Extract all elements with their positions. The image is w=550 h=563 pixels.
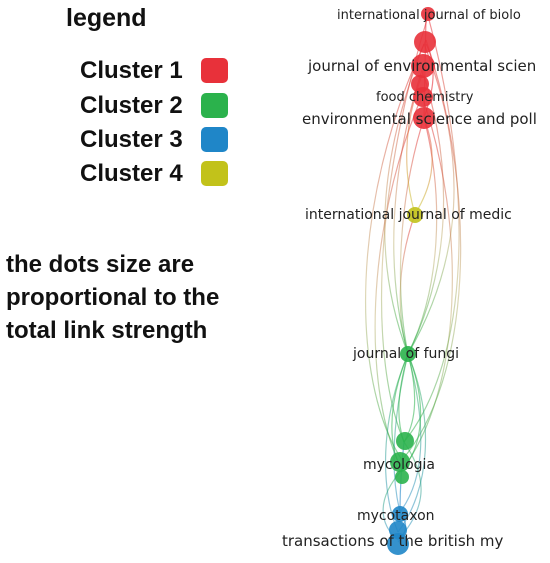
- legend-swatch: [201, 161, 228, 186]
- node-international-journal-of-medic[interactable]: [407, 207, 423, 223]
- node-green-minor[interactable]: [395, 470, 409, 484]
- node-food-chemistry[interactable]: [413, 87, 433, 107]
- link: [393, 69, 423, 355]
- legend-item-cluster-2: Cluster 2: [80, 91, 230, 121]
- node-label: mycologia: [363, 457, 435, 473]
- node-label: transactions of the british my: [282, 532, 504, 550]
- node-journal-of-environmental-scien[interactable]: [411, 54, 435, 78]
- link: [364, 39, 427, 461]
- legend-label: Cluster 4: [80, 160, 183, 187]
- node-layer: [387, 7, 436, 555]
- legend-item-cluster-3: Cluster 3: [80, 125, 230, 155]
- legend-item-cluster-4: Cluster 4: [80, 159, 230, 189]
- node-green-minor[interactable]: [396, 432, 414, 450]
- link: [374, 95, 423, 471]
- node-label: mycotaxon: [357, 508, 435, 524]
- node-journal-of-fungi[interactable]: [400, 346, 416, 362]
- link: [403, 15, 460, 443]
- legend-item-cluster-1: Cluster 1: [80, 56, 230, 86]
- legend-label: Cluster 2: [80, 92, 183, 119]
- node-transactions-of-the-british-my[interactable]: [387, 533, 409, 555]
- legend-label: Cluster 3: [80, 126, 183, 153]
- legend-swatch: [201, 58, 228, 83]
- node-label: journal of fungi: [352, 346, 459, 362]
- node-international-journal-of-biolo[interactable]: [421, 7, 435, 21]
- node-label: international journal of medic: [305, 207, 512, 223]
- node-label: environmental science and poll: [302, 110, 537, 128]
- node-label: journal of environmental scien: [307, 57, 536, 75]
- legend-label: Cluster 1: [80, 57, 183, 84]
- link: [399, 213, 416, 355]
- link: [407, 43, 455, 355]
- node-environmental-science-and-poll[interactable]: [413, 107, 435, 129]
- link: [407, 69, 445, 355]
- link: [399, 353, 422, 513]
- node-label: food chemistry: [376, 90, 474, 105]
- legend-title: legend: [66, 4, 147, 32]
- link: [414, 117, 433, 215]
- legend-swatch: [201, 93, 228, 118]
- link: [407, 117, 438, 355]
- node-label: international journal of biolo: [337, 8, 521, 23]
- node-mycologia[interactable]: [390, 452, 410, 472]
- legend-swatch: [201, 127, 228, 152]
- link: [401, 95, 453, 471]
- label-layer: international journal of biolo journal o…: [282, 8, 537, 550]
- link: [399, 117, 425, 355]
- node-mycotaxon[interactable]: [392, 506, 408, 522]
- link-layer: [364, 15, 462, 543]
- size-note: the dots size are proportional to the to…: [6, 251, 220, 344]
- link: [401, 39, 462, 461]
- node-red-minor[interactable]: [414, 31, 436, 53]
